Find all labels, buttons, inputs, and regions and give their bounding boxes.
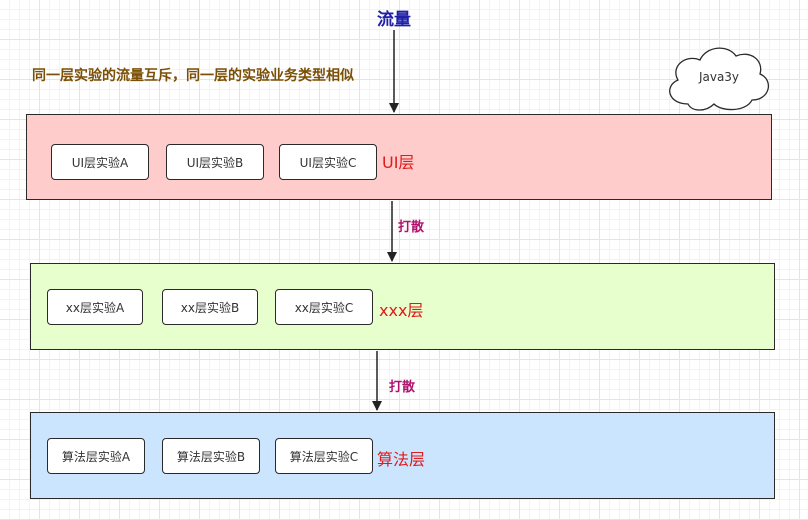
layer-label-algorithm: 算法层 [377,450,426,469]
diagram-title: 流量 [377,10,411,30]
experiment-box-xx-a: xx层实验A [47,289,143,325]
experiment-box-algo-b: 算法层实验B [162,438,260,474]
layer-label-ui: UI层 [382,153,415,172]
experiment-box-ui-a: UI层实验A [51,144,149,180]
cloud-watermark: Java3y [698,70,740,84]
experiment-box-ui-c: UI层实验C [279,144,377,180]
experiment-box-xx-b: xx层实验B [162,289,258,325]
layer-label-xxx: xxx层 [379,301,424,320]
layer-rule-note: 同一层实验的流量互斥，同一层的实验业务类型相似 [32,68,354,84]
layer-algorithm: 算法层实验A 算法层实验B 算法层实验C 算法层 [30,412,775,499]
scatter-label-2: 打散 [389,380,416,395]
experiment-box-xx-c: xx层实验C [275,289,373,325]
experiment-box-algo-a: 算法层实验A [47,438,145,474]
layer-ui: UI层实验A UI层实验B UI层实验C UI层 [26,114,772,200]
scatter-label-1: 打散 [398,220,425,235]
experiment-box-algo-c: 算法层实验C [275,438,373,474]
layer-xxx: xx层实验A xx层实验B xx层实验C xxx层 [30,263,775,350]
cloud-shape [669,47,770,111]
experiment-box-ui-b: UI层实验B [166,144,264,180]
